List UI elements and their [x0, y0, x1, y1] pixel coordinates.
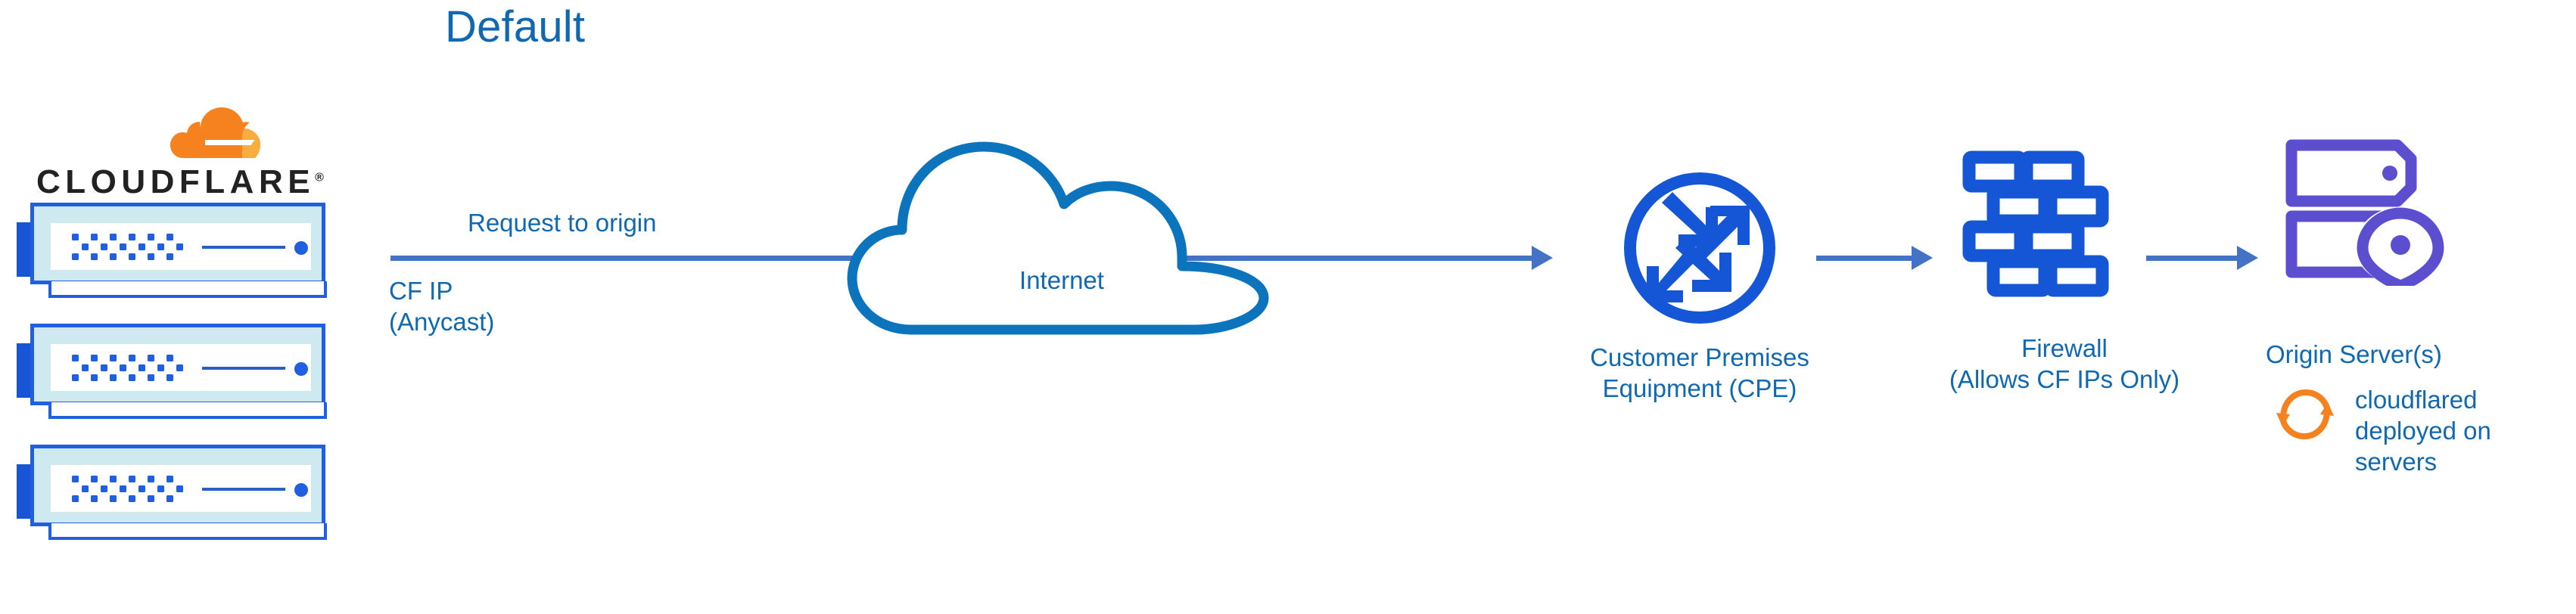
- firewall-to-origin-arrow-head: [2237, 246, 2258, 270]
- rack-face: [51, 223, 311, 270]
- rack-body: [30, 324, 325, 405]
- router-icon: [1619, 168, 1780, 328]
- rack-body: [30, 445, 325, 526]
- rack-vent-dots: [72, 234, 185, 262]
- cloudflared-note-line2: deployed on: [2355, 417, 2491, 445]
- rack-face: [51, 344, 311, 391]
- rack-face: [51, 465, 311, 512]
- cf-ip-label-line1: CF IP: [389, 277, 453, 305]
- cf-anycast-label: (Anycast): [389, 306, 494, 337]
- cloudflared-note-line3: servers: [2355, 448, 2438, 476]
- rack-base: [48, 281, 327, 298]
- rack-vent-dots: [72, 355, 185, 383]
- rack-status-led: [294, 241, 308, 255]
- rack-indicator-line: [202, 367, 285, 370]
- cloudflared-note: cloudflared deployed on servers: [2355, 384, 2529, 477]
- origin-server-label: Origin Server(s): [2266, 340, 2442, 368]
- cpe-label-line2: Equipment (CPE): [1602, 374, 1797, 402]
- cloudflare-logo: CLOUDFLARE®: [36, 106, 339, 204]
- rack-body: [30, 203, 325, 284]
- firewall-label-line2: (Allows CF IPs Only): [1949, 365, 2180, 393]
- brick-wall-icon: [1962, 150, 2110, 298]
- rack-base: [48, 402, 327, 419]
- firewall-to-origin-arrow-line: [2146, 256, 2238, 261]
- cpe-to-firewall-arrow-head: [1912, 246, 1933, 270]
- cf-ip-label-line2: (Anycast): [389, 308, 495, 336]
- cpe-label-line1: Customer Premises: [1590, 343, 1809, 371]
- internet-label: Internet: [1019, 266, 1104, 294]
- cloud-icon: Internet: [842, 103, 1280, 345]
- rack-status-led: [294, 483, 308, 497]
- rack-indicator-line: [202, 246, 285, 249]
- rack-base: [48, 523, 327, 540]
- page-title: Default: [445, 2, 586, 51]
- cpe-to-firewall-arrow-line: [1816, 256, 1913, 261]
- rack-status-led: [294, 362, 308, 376]
- firewall-label-line1: Firewall: [2021, 334, 2108, 362]
- server-location-pin-icon: [2285, 135, 2452, 292]
- cloudflared-note-line1: cloudflared: [2355, 386, 2478, 414]
- rack-vent-dots: [72, 476, 185, 504]
- cloudflare-cloud-icon: [170, 106, 264, 160]
- request-arrow-head: [1532, 246, 1553, 270]
- server-rack-icon: [17, 203, 327, 298]
- request-to-origin-label: Request to origin: [468, 209, 657, 237]
- rack-indicator-line: [202, 488, 285, 491]
- wordmark-text: CLOUDFLARE: [36, 163, 316, 200]
- cf-ip-label: CF IP: [389, 275, 453, 306]
- sync-arrows-icon: [2273, 383, 2337, 446]
- registered-mark: ®: [315, 171, 324, 185]
- server-rack-icon: [17, 324, 327, 419]
- cloudflare-wordmark: CLOUDFLARE®: [36, 163, 339, 201]
- server-rack-icon: [17, 445, 327, 540]
